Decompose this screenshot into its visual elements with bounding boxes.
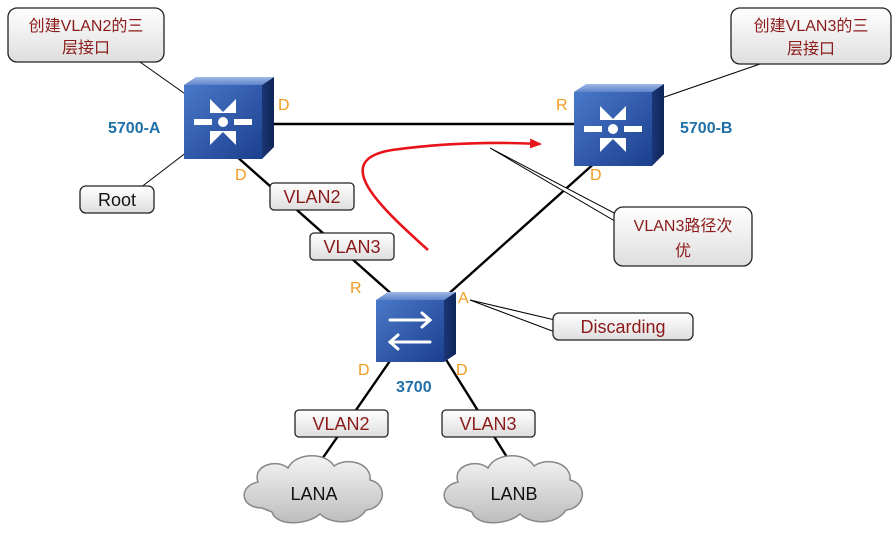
lan-a-label: LANA [290,484,337,504]
vlan2-lower-box: VLAN2 [294,409,389,438]
core-switch-icon [184,77,274,159]
pointer-discarding [469,299,556,333]
vlan2-lower-label: VLAN2 [312,414,369,434]
callout-pointers [139,61,761,333]
vlan3-path-arrow [361,138,542,251]
callout-create-vlan2-line1: 创建VLAN2的三 [29,17,144,35]
vlan3-lower-label: VLAN3 [459,414,516,434]
vlan3-upper-box: VLAN3 [309,232,395,261]
lan-b-label: LANB [490,484,537,504]
port-role-b-left: R [556,97,568,114]
vlan3-upper-label: VLAN3 [323,237,380,257]
port-role-access-bottom-left: D [358,362,370,379]
callout-create-vlan2-line2: 层接口 [62,39,110,57]
discarding-label: Discarding [580,317,665,337]
root-label: Root [98,190,136,210]
device-label-5700a: 5700-A [108,120,161,137]
port-role-a-right: D [278,97,290,114]
discarding-label-box: Discarding [552,312,694,341]
vlan2-upper-box: VLAN2 [269,182,355,211]
port-role-access-top-right: A [458,290,469,307]
port-role-b-bottom: D [590,167,602,184]
callout-create-vlan3-line2: 层接口 [787,40,835,58]
callout-vlan3-path-line2: 优 [675,242,691,260]
cloud-icon: LANB [443,455,583,524]
root-label-box: Root [79,185,155,214]
core-switch-icon [574,84,664,166]
callout-create-vlan2: 创建VLAN2的三 层接口 [7,7,165,63]
callout-vlan3-path: VLAN3路径次 优 [613,206,753,267]
cloud-icon: LANA [243,455,383,524]
device-label-3700: 3700 [396,379,432,396]
device-label-5700b: 5700-B [680,120,732,137]
callout-vlan3-path-line1: VLAN3路径次 [634,217,733,235]
port-role-access-top-left: R [350,280,362,297]
port-role-a-bottom: D [235,167,247,184]
vlan2-upper-label: VLAN2 [283,187,340,207]
link-a-access [234,154,396,298]
pointer-create-vlan3 [649,63,761,103]
callout-create-vlan3: 创建VLAN3的三 层接口 [730,7,892,65]
port-role-access-bottom-right: D [456,362,468,379]
link-b-access [444,159,599,298]
vlan3-lower-box: VLAN3 [441,409,536,438]
callout-create-vlan3-line1: 创建VLAN3的三 [754,17,869,35]
access-switch-icon [376,292,456,362]
